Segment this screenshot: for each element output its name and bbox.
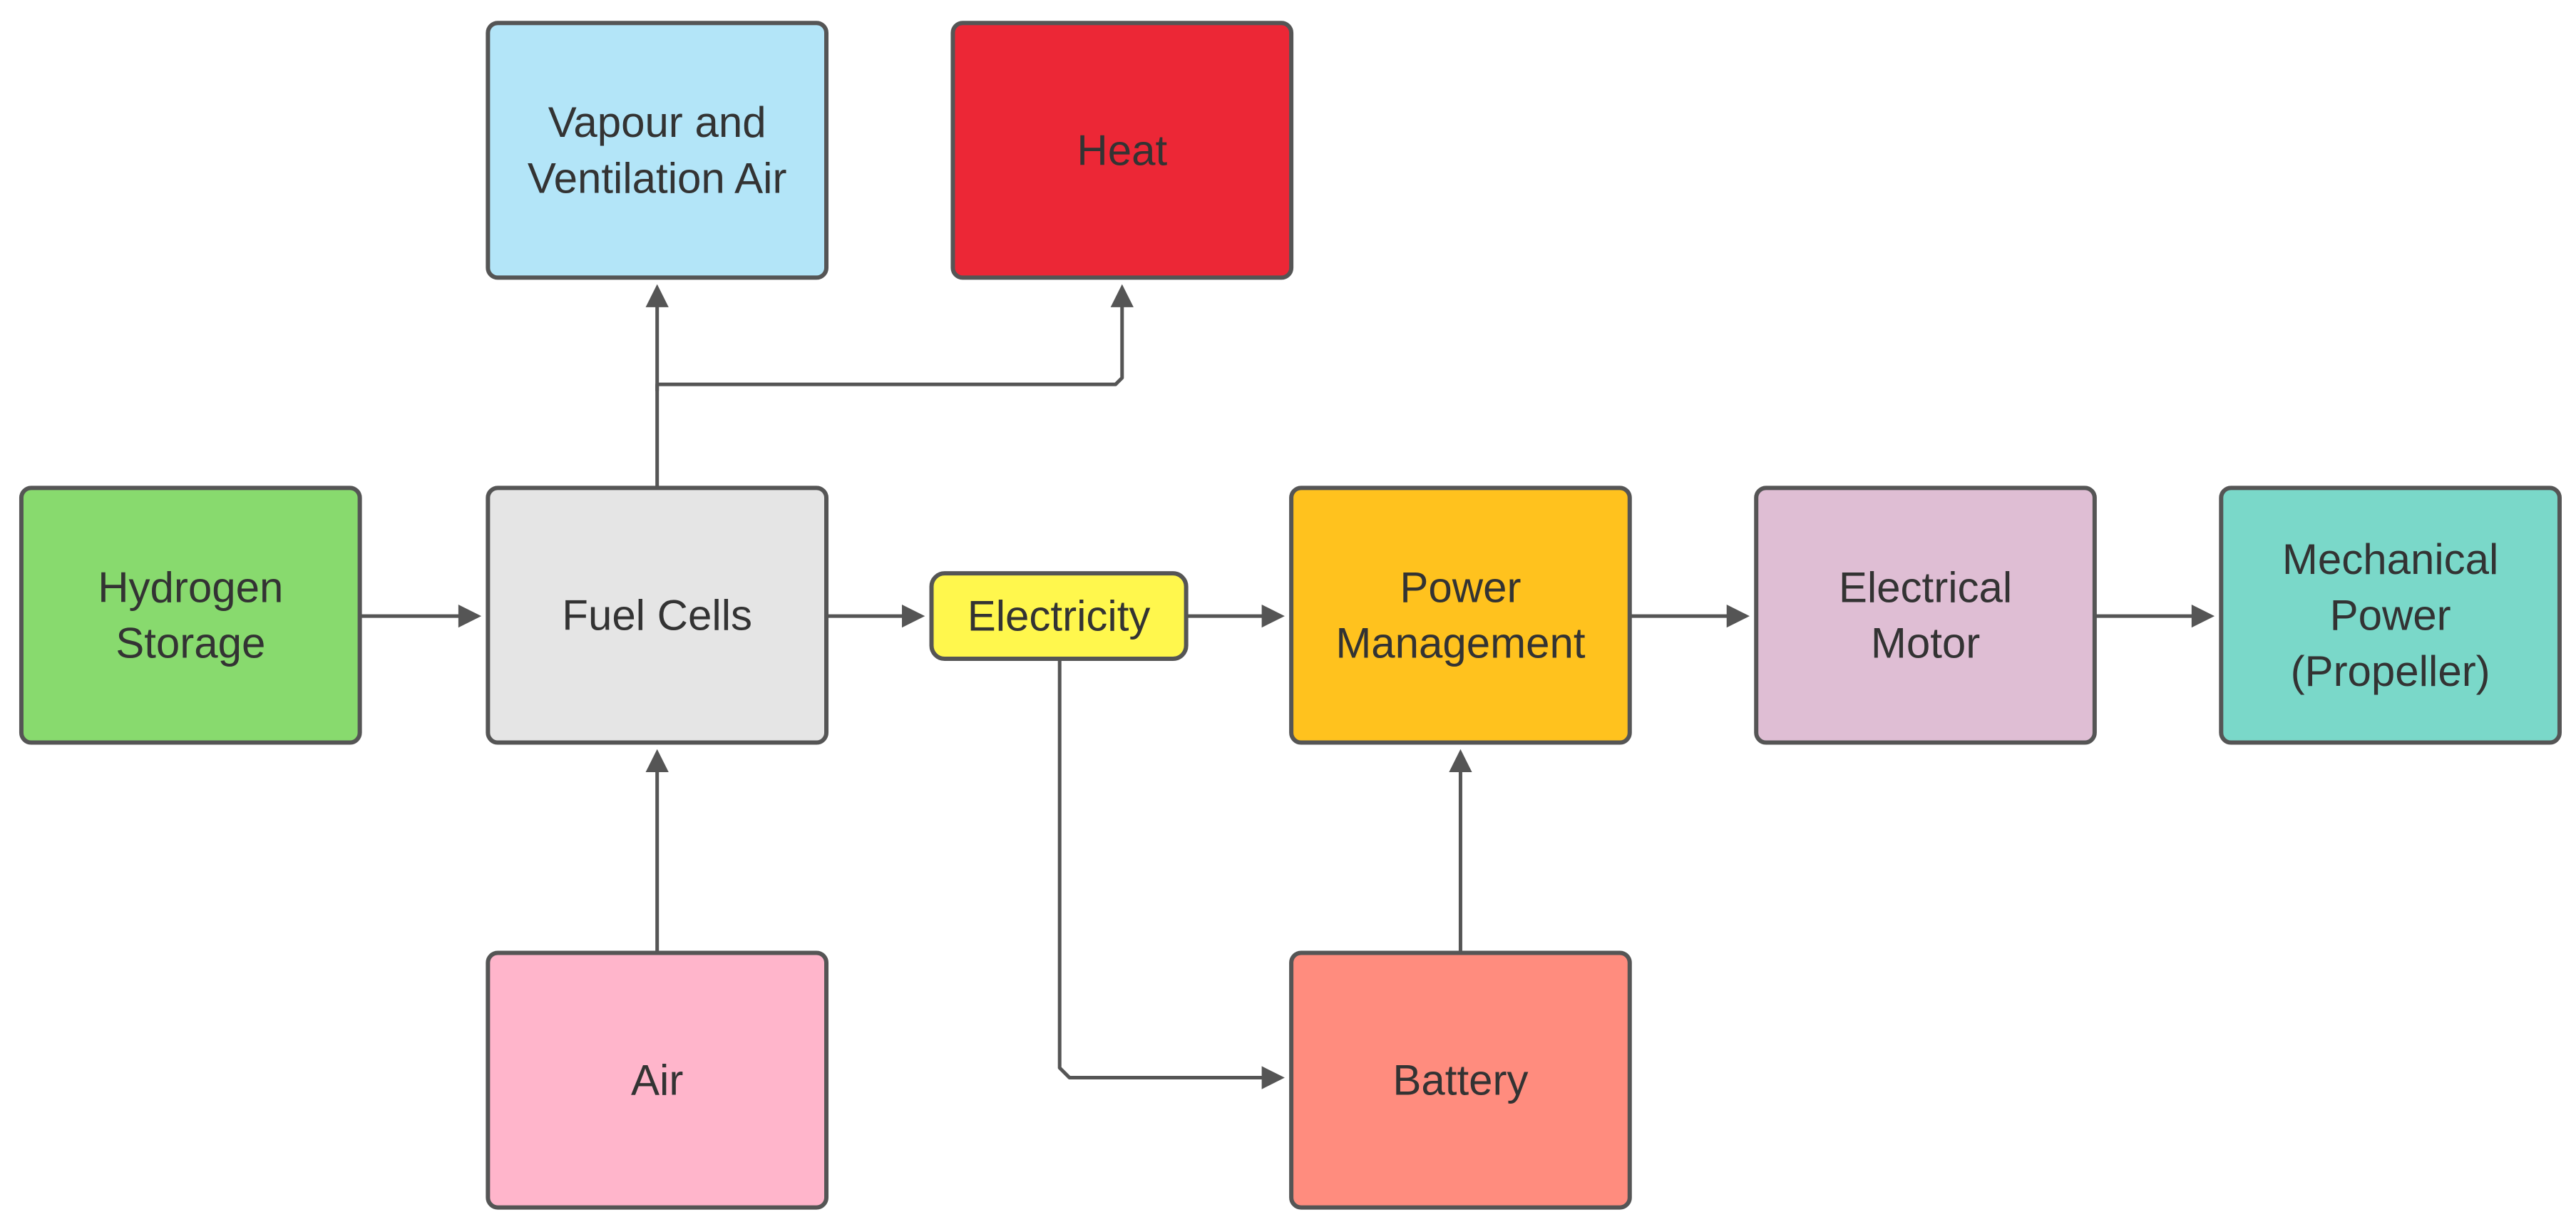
arrowhead-icon — [645, 284, 669, 307]
node-label-line: Vapour and — [548, 98, 766, 146]
arrowhead-icon — [1261, 1066, 1285, 1089]
arrowhead-icon — [1261, 604, 1285, 628]
node-label-line: Electrical — [1839, 563, 2012, 611]
arrowhead-icon — [1110, 284, 1134, 307]
node-box — [19, 486, 362, 745]
edge-electricity-to-power-mgmt — [1186, 604, 1285, 628]
node-label-line: Hydrogen — [98, 563, 283, 611]
edge-battery-to-power-mgmt — [1449, 749, 1472, 953]
node-box — [929, 571, 1189, 661]
edge-electricity-to-battery — [1057, 658, 1285, 1089]
node-box — [1289, 486, 1632, 745]
node-box — [1754, 486, 2097, 745]
node-label-line: Air — [631, 1057, 683, 1104]
node-label-line: Electricity — [968, 592, 1151, 640]
node-heat: Heat — [950, 21, 1294, 280]
arrowhead-icon — [2191, 604, 2215, 628]
node-air: Air — [486, 950, 829, 1210]
edges-layer — [359, 284, 2215, 1089]
arrowhead-icon — [1726, 604, 1750, 628]
edge-hydrogen-to-fuel-cells — [359, 604, 482, 628]
edge-line — [1057, 658, 1266, 1080]
node-box — [486, 21, 829, 280]
node-label-line: (Propeller) — [2291, 647, 2490, 695]
node-box — [486, 950, 829, 1210]
edge-motor-to-mech-power — [2094, 604, 2215, 628]
edge-fuel-cells-to-heat — [655, 284, 1134, 391]
node-label-line: Battery — [1392, 1057, 1528, 1104]
edge-air-to-fuel-cells — [645, 749, 669, 953]
node-label-line: Heat — [1077, 126, 1167, 174]
node-label-line: Ventilation Air — [528, 155, 787, 202]
node-label-line: Management — [1335, 620, 1586, 667]
node-label-line: Power — [1400, 563, 1521, 611]
node-label-line: Mechanical — [2282, 535, 2499, 583]
node-box — [2219, 486, 2562, 745]
edge-line — [655, 304, 1124, 391]
arrowhead-icon — [902, 604, 925, 628]
node-box — [1289, 950, 1632, 1210]
arrowhead-icon — [645, 749, 669, 772]
arrowhead-icon — [1449, 749, 1472, 772]
node-electricity: Electricity — [929, 571, 1189, 661]
node-battery: Battery — [1289, 950, 1632, 1210]
node-fuel-cells: Fuel Cells — [486, 486, 829, 745]
arrowhead-icon — [458, 604, 482, 628]
node-label-line: Motor — [1871, 620, 1980, 667]
node-label-line: Storage — [116, 620, 265, 667]
node-box — [950, 21, 1294, 280]
node-label-line: Power — [2330, 591, 2451, 639]
edge-power-mgmt-to-motor — [1629, 604, 1750, 628]
edge-fuel-cells-to-electricity — [826, 604, 925, 628]
node-box — [486, 486, 829, 745]
node-label-line: Fuel Cells — [562, 591, 752, 639]
edge-fuel-cells-to-vapour — [645, 284, 669, 488]
